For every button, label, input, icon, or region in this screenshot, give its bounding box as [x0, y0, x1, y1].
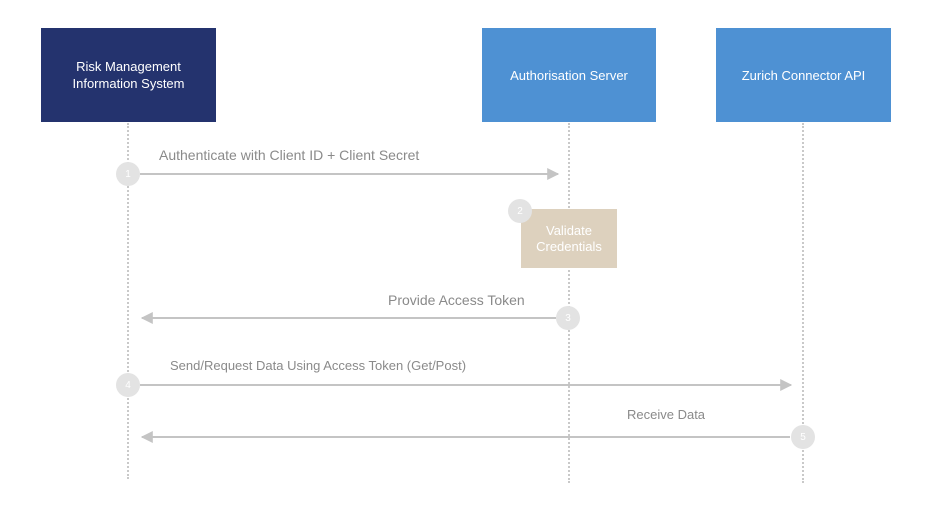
lifeline-authorisation-server	[568, 123, 570, 483]
process-validate-credentials: Validate Credentials	[521, 209, 617, 268]
actor-risk-management-information-system: Risk Management Information System	[41, 28, 216, 122]
actor-authorisation-server: Authorisation Server	[482, 28, 656, 122]
actor-label: Zurich Connector API	[741, 67, 866, 83]
step-badge-5: 5	[791, 425, 815, 449]
actor-label: Authorisation Server	[510, 67, 628, 83]
lifeline-risk-management	[127, 123, 129, 479]
message-label-4: Send/Request Data Using Access Token (Ge…	[170, 358, 467, 373]
step-badge-3: 3	[556, 306, 580, 330]
actor-label: Risk Management Information System	[72, 59, 185, 91]
step-badge-1: 1	[116, 162, 140, 186]
message-label-5: Receive Data	[627, 407, 706, 422]
step-badge-4: 4	[116, 373, 140, 397]
message-label-1: Authenticate with Client ID + Client Sec…	[159, 147, 420, 163]
step-badge-2: 2	[508, 199, 532, 223]
actor-zurich-connector-api: Zurich Connector API	[716, 28, 891, 122]
lifeline-zurich-connector-api	[802, 123, 804, 483]
process-label: Validate Credentials	[536, 222, 602, 254]
message-label-3: Provide Access Token	[388, 292, 525, 308]
